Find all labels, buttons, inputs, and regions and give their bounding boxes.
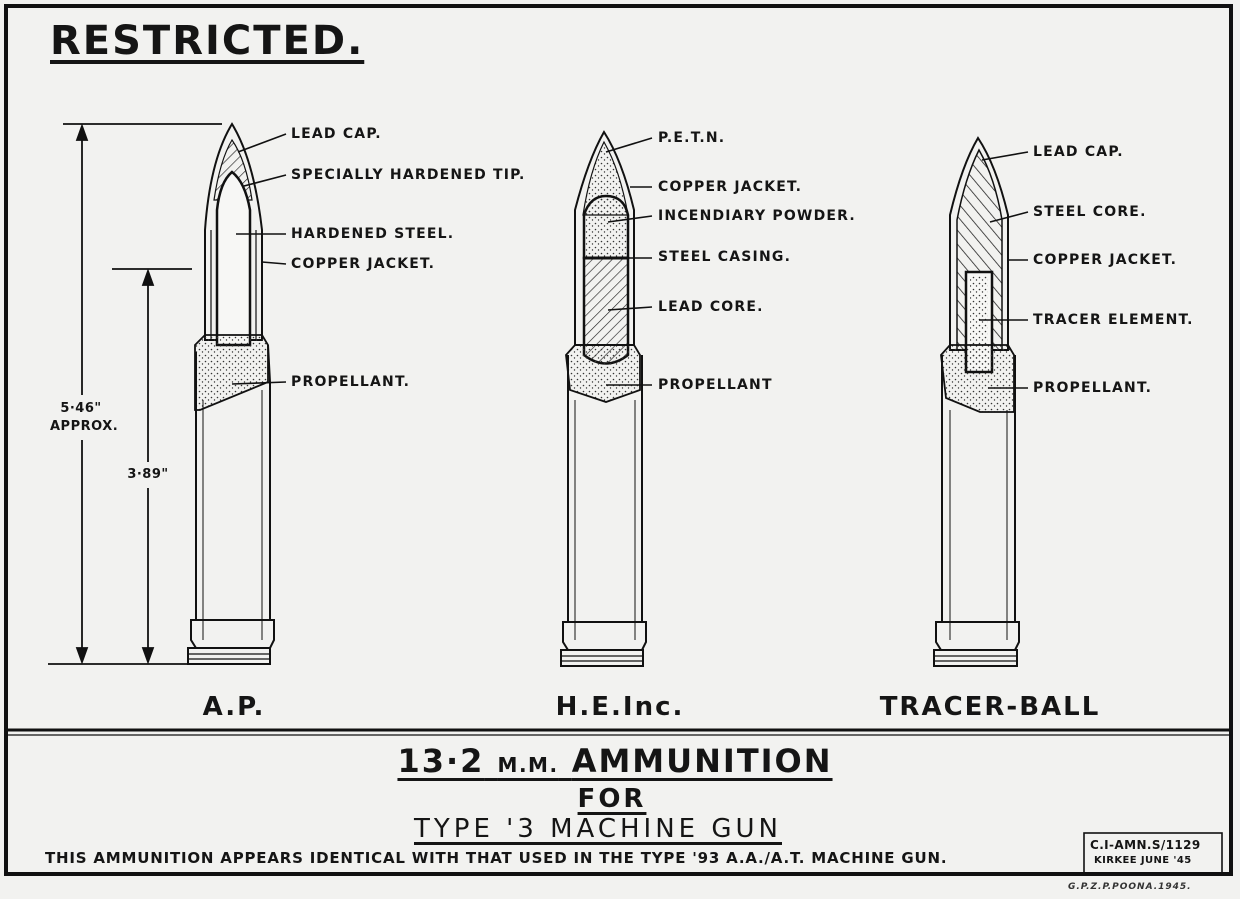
heinc-label-copper-jacket: COPPER JACKET.: [658, 179, 803, 195]
reference-box: [1083, 832, 1223, 874]
round-name-ap: A.P.: [202, 692, 266, 722]
heinc-label-lead-core: LEAD CORE.: [658, 299, 764, 315]
round-name-heinc: H.E.Inc.: [555, 692, 685, 722]
tracer-label-copper-jacket: COPPER JACKET.: [1033, 252, 1178, 268]
ap-label-lead-cap: LEAD CAP.: [291, 126, 382, 142]
ap-label-hardened-tip: SPECIALLY HARDENED TIP.: [291, 167, 526, 183]
tracer-label-tracer-element: TRACER ELEMENT.: [1033, 312, 1194, 328]
heinc-label-petn: P.E.T.N.: [658, 130, 726, 146]
round-tracer-drawing: [933, 136, 1020, 667]
ap-label-hardened-steel: HARDENED STEEL.: [291, 226, 455, 242]
tracer-label-propellant: PROPELLANT.: [1033, 380, 1153, 396]
printer-imprint: G.P.Z.P.POONA.1945.: [1068, 882, 1192, 892]
calibre-number: 13·2: [397, 742, 485, 780]
overall-length-qualifier: APPROX.: [50, 419, 119, 434]
round-ap-drawing: [187, 122, 275, 665]
classification-stamp: RESTRICTED.: [50, 18, 365, 64]
identity-note: THIS AMMUNITION APPEARS IDENTICAL WITH T…: [45, 849, 948, 867]
ap-label-propellant: PROPELLANT.: [291, 374, 411, 390]
title-for: FOR: [577, 784, 647, 814]
reference-place-date: KIRKEE JUNE '45: [1094, 855, 1192, 866]
overall-length-value: 5·46": [60, 401, 102, 416]
ap-label-copper-jacket: COPPER JACKET.: [291, 256, 436, 272]
dimension-lines: [48, 123, 222, 665]
heinc-label-propellant: PROPELLANT: [658, 377, 773, 393]
main-title: 13·2 M.M. AMMUNITION: [397, 742, 832, 780]
title-ammunition: AMMUNITION: [571, 742, 833, 780]
round-name-tracer: TRACER-BALL: [879, 692, 1101, 722]
tracer-label-steel-core: STEEL CORE.: [1033, 204, 1147, 220]
heinc-label-incendiary-powder: INCENDIARY POWDER.: [658, 208, 856, 224]
title-weapon: TYPE '3 MACHINE GUN: [414, 814, 782, 844]
reference-number: C.I-AMN.S/1129: [1090, 838, 1201, 852]
round-heinc-drawing: [560, 130, 647, 667]
leader-lines: [231, 133, 1029, 389]
heinc-label-steel-casing: STEEL CASING.: [658, 249, 792, 265]
calibre-unit: M.M.: [497, 753, 559, 777]
tracer-label-lead-cap: LEAD CAP.: [1033, 144, 1124, 160]
sheet-border: [4, 4, 1233, 876]
bullet-length-value: 3·89": [127, 467, 169, 482]
